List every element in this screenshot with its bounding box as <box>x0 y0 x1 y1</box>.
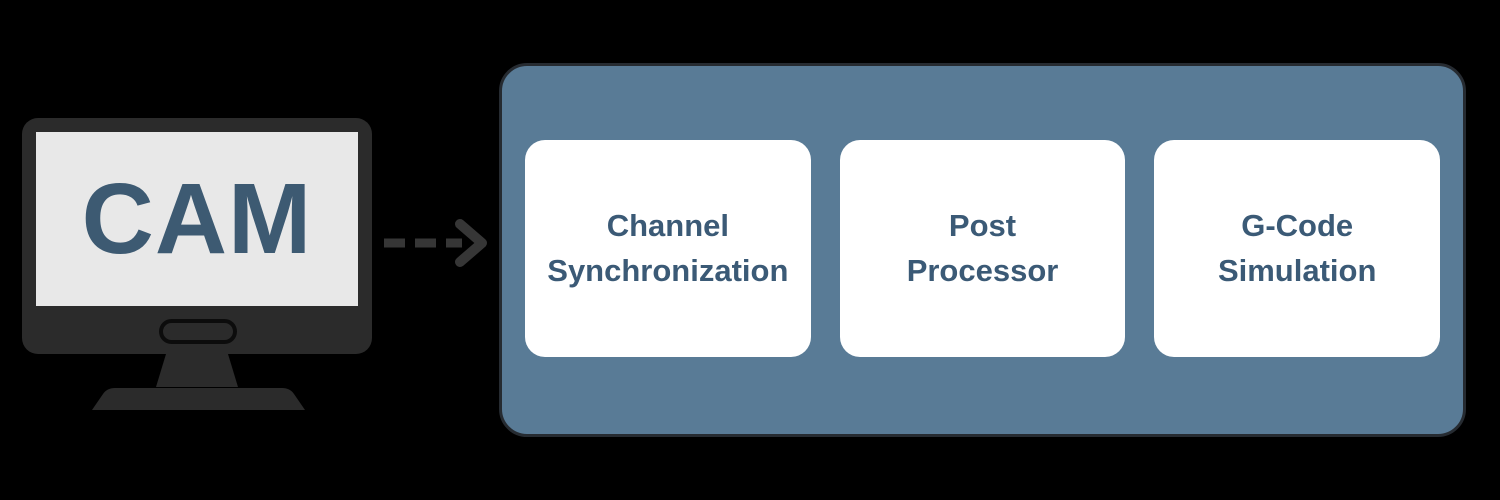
dashed-arrow-icon <box>384 219 487 267</box>
module-card-label: Post Processor <box>906 208 1059 288</box>
monitor-stand <box>156 354 238 387</box>
cam-computer-icon: CAM <box>22 118 372 410</box>
module-card-gcode-simulation: G-Code Simulation <box>1154 140 1441 357</box>
monitor-screen <box>36 132 358 306</box>
cam-screen-label: CAM <box>82 163 313 275</box>
monitor-base <box>92 388 305 410</box>
cam-modules-panel: Channel Synchronization Post Processor G… <box>499 63 1466 437</box>
module-card-label: G-Code Simulation <box>1217 208 1377 288</box>
monitor-bezel-slot <box>159 319 237 344</box>
module-card-channel-synchronization: Channel Synchronization <box>525 140 811 357</box>
module-card-label: Channel Synchronization <box>547 208 789 288</box>
module-card-post-processor: Post Processor <box>839 140 1126 357</box>
